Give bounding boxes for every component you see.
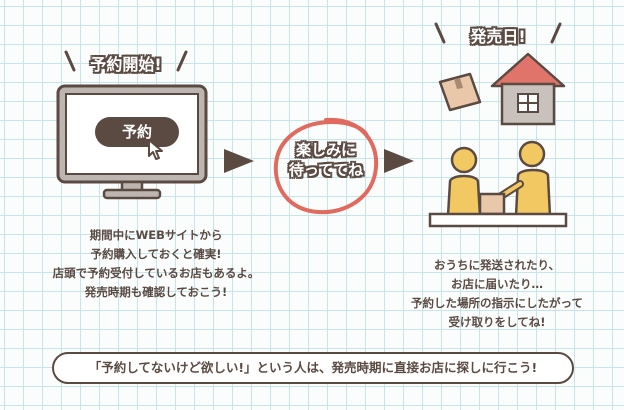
step1-heading-group: 予約開始! xyxy=(62,46,190,76)
look-forward-line: 待っててね xyxy=(288,161,364,179)
cursor-hand-icon xyxy=(148,139,163,160)
arrow-right-icon xyxy=(224,149,254,173)
house-icon xyxy=(490,52,566,126)
step1-heading: 予約開始! xyxy=(90,55,162,74)
description-line: おうちに発送されたり、 xyxy=(433,258,561,272)
look-forward-text: 楽しみに 待っててね xyxy=(276,140,376,180)
description-line: 予約購入しておくと確実! xyxy=(90,247,222,261)
description-line: 発売時期も確認しておこう! xyxy=(84,285,228,299)
bottom-note-text: 「予約してないけど欲しい!」という人は、発売時期に直接お店に探しに行こう! xyxy=(88,360,538,375)
parcel-box-icon xyxy=(438,72,482,112)
emphasis-lines-icon xyxy=(434,22,562,44)
emphasis-lines-icon xyxy=(64,50,188,72)
reserve-button-label: 予約 xyxy=(121,123,152,141)
look-forward-line: 楽しみに xyxy=(295,141,356,159)
step2-heading-group: 発売日! xyxy=(432,18,564,48)
step2-heading: 発売日! xyxy=(470,27,526,46)
arrow-right-icon xyxy=(384,149,414,173)
description-line: 店頭で予約受付しているお店もあるよ。 xyxy=(52,266,260,280)
step2-description: おうちに発送されたり、 お店に届いたり… 予約した場所の指示にしたがって 受け取… xyxy=(370,256,624,332)
description-line: お店に届いたり… xyxy=(451,277,543,291)
reserve-button[interactable]: 予約 xyxy=(95,117,179,147)
handover-scene-icon xyxy=(428,140,568,228)
circle-scribble-icon xyxy=(273,117,379,215)
description-line: 予約した場所の指示にしたがって xyxy=(411,296,583,310)
step1-description: 期間中にWEBサイトから 予約購入しておくと確実! 店頭で予約受付しているお店も… xyxy=(0,226,312,302)
bottom-note-banner: 「予約してないけど欲しい!」という人は、発売時期に直接お店に探しに行こう! xyxy=(52,352,574,384)
description-line: 受け取りをしてね! xyxy=(448,315,546,329)
description-line: 期間中にWEBサイトから xyxy=(89,228,223,242)
